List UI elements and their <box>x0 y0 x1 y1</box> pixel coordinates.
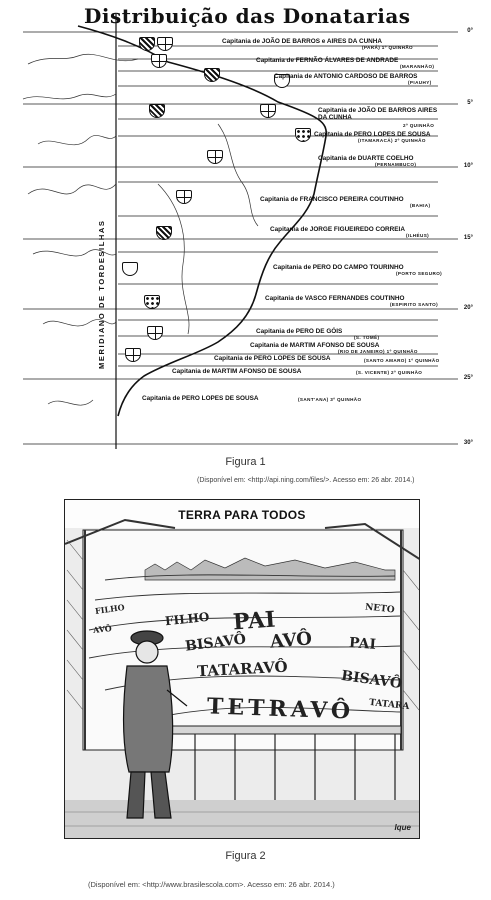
figure-1-map: Distribuição das Donatarias MERIDIANO DE… <box>18 4 473 454</box>
coat-of-arms-icon <box>204 68 220 82</box>
captaincy-sublabel: (PARÁ) 1º QUINHÃO <box>362 45 414 50</box>
captaincy-label: Capitania de JORGE FIGUEIREDO CORREIA <box>270 226 405 233</box>
latitude-label: 0° <box>467 28 473 34</box>
captaincy-label: Capitania de JOÃO DE BARROS e AIRES DA C… <box>222 38 383 45</box>
captaincy-label: Capitania de FERNÃO ÁLVARES DE ANDRADE <box>256 57 399 64</box>
captaincy-sublabel: (ITAMARACÁ) 2º QUINHÃO <box>358 138 426 143</box>
field-word: AVÔ <box>269 628 313 653</box>
coat-of-arms-icon <box>156 226 172 240</box>
captaincy-sublabel: (SANT'ANA) 3º QUINHÃO <box>298 397 362 402</box>
captaincy-sublabel: (ILHÉUS) <box>406 233 430 238</box>
coat-of-arms-icon <box>157 37 173 51</box>
coat-of-arms-icon <box>260 104 276 118</box>
cartoon-title: TERRA PARA TODOS <box>178 508 306 522</box>
cartoon-drawing <box>65 500 419 838</box>
latitude-label: 15° <box>463 235 473 241</box>
artist-signature: Ique <box>394 823 411 832</box>
coat-of-arms-icon <box>125 348 141 362</box>
coat-of-arms-icon <box>176 190 192 204</box>
captaincy-sublabel: (S. TOMÉ) <box>354 335 380 340</box>
captaincy-label: Capitania de MARTIM AFONSO DE SOUSA <box>250 342 380 349</box>
coat-of-arms-icon <box>144 295 160 309</box>
coat-of-arms-icon <box>274 74 290 88</box>
captaincy-sublabel: (SANTO AMARO) 1º QUINHÃO <box>364 358 440 363</box>
figure-1-source: (Disponível em: <http://api.ning.com/fil… <box>197 477 415 484</box>
captaincy-label: Capitania de DUARTE COELHO <box>318 155 414 162</box>
coat-of-arms-icon <box>295 128 311 142</box>
captaincy-sublabel: (ESPIRITO SANTO) <box>390 302 439 307</box>
captaincy-label: Capitania de JOÃO DE BARROS AIRES DA CUN… <box>318 107 438 121</box>
captaincy-sublabel: (S. VICENTE) 2º QUINHÃO <box>356 370 423 375</box>
coat-of-arms-icon <box>122 262 138 276</box>
field-word: PAI <box>348 635 377 653</box>
figure-2-source: (Disponível em: <http://www.brasilescola… <box>88 880 335 889</box>
field-word: TETRAVÔ <box>206 693 355 725</box>
latitude-label: 20° <box>463 305 473 311</box>
coat-of-arms-icon <box>207 150 223 164</box>
brazil-captaincies-map-drawing <box>22 14 458 449</box>
captaincy-label: Capitania de PERO LOPES DE SOUSA <box>214 355 331 362</box>
figure-2-cartoon: TERRA PARA TODOS FILHO PAI BISAVÔ AVÔ PA… <box>64 499 420 839</box>
coat-of-arms-icon <box>151 54 167 68</box>
latitude-label: 30° <box>463 440 473 446</box>
coat-of-arms-icon <box>149 104 165 118</box>
captaincy-sublabel: (BAHIA) <box>410 203 431 208</box>
figure-1-caption: Figura 1 <box>225 456 266 468</box>
coat-of-arms-icon <box>147 326 163 340</box>
latitude-label: 5° <box>467 100 473 106</box>
meridian-label: MERIDIANO DE TORDESILHAS <box>97 219 106 369</box>
captaincy-sublabel: (MARANHÃO) <box>400 64 435 69</box>
field-word: AVÔ <box>92 623 113 635</box>
latitude-label: 25° <box>463 375 473 381</box>
coat-of-arms-icon <box>139 37 155 51</box>
captaincy-sublabel: (PIAUHY) <box>408 80 432 85</box>
captaincy-label: Capitania de PERO DO CAMPO TOURINHO <box>273 264 404 271</box>
captaincy-label: Capitania de PERO LOPES DE SOUSA <box>314 131 431 138</box>
captaincy-sublabel: (PORTO SEGURO) <box>396 271 443 276</box>
captaincy-label: Capitania de PERO DE GÓIS <box>256 328 343 335</box>
map-title: Distribuição das Donatarias <box>84 4 411 28</box>
captaincy-sublabel: (RIO DE JANEIRO) 1º QUINHÃO <box>338 349 418 354</box>
latitude-label: 10° <box>463 163 473 169</box>
captaincy-sublabel: (PERNAMBUCO) <box>375 162 417 167</box>
captaincy-label: Capitania de VASCO FERNANDES COUTINHO <box>265 295 405 302</box>
figure-2-caption: Figura 2 <box>225 850 266 862</box>
captaincy-label: Capitania de PERO LOPES DE SOUSA <box>142 395 259 402</box>
captaincy-label: Capitania de MARTIM AFONSO DE SOUSA <box>172 368 302 375</box>
captaincy-label: Capitania de ANTONIO CARDOSO DE BARROS <box>274 73 418 80</box>
captaincy-label: Capitania de FRANCISCO PEREIRA COUTINHO <box>260 196 404 203</box>
captaincy-sublabel: 2º QUINHÃO <box>403 123 435 128</box>
